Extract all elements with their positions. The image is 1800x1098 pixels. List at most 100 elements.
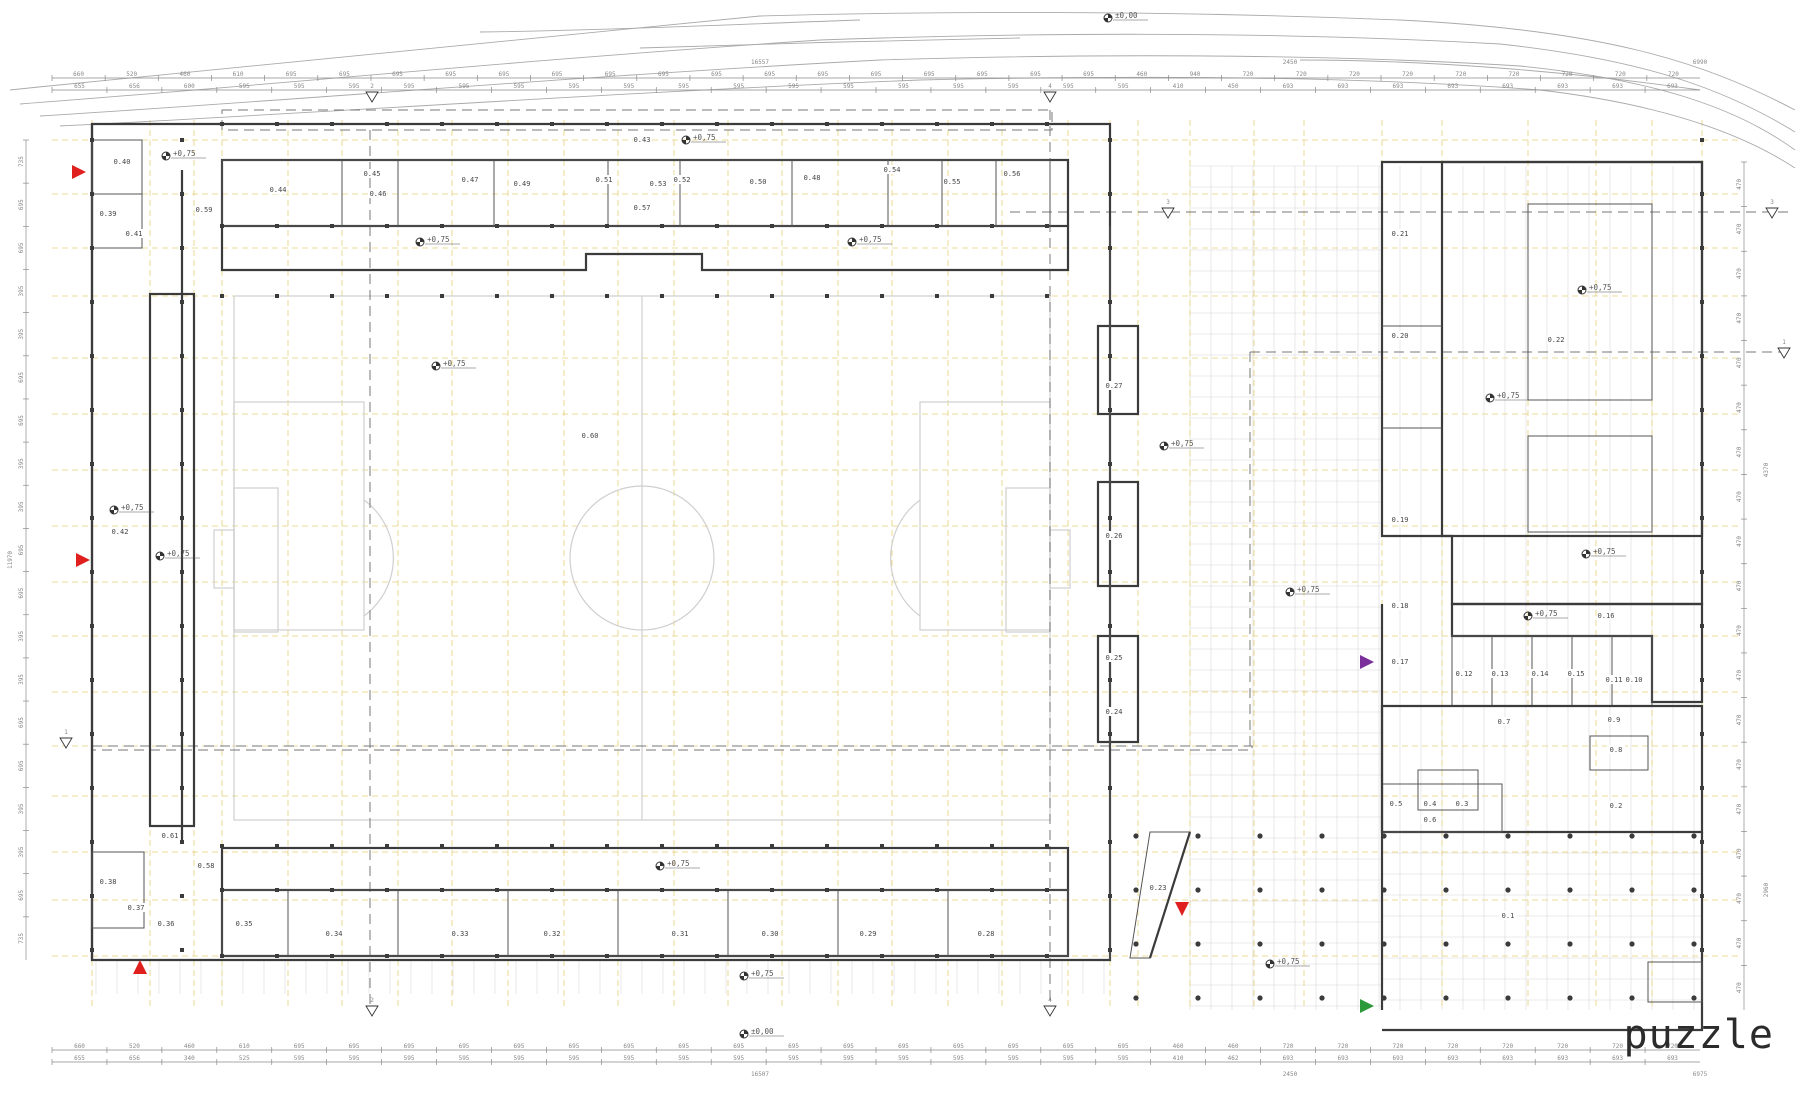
top-dimension: 695 — [764, 71, 775, 78]
bottom-dimension: 340 — [184, 1055, 195, 1062]
top-dimension: 460 — [1136, 71, 1147, 78]
left-dimension: 395 — [18, 846, 25, 857]
elevation-marker: +0,75 — [155, 549, 200, 561]
room-number-label: 0.25 — [1106, 654, 1123, 662]
right-dimension: 470 — [1736, 402, 1743, 413]
section-marker: 4 — [1043, 997, 1057, 1017]
bottom-dimension: 695 — [788, 1043, 799, 1050]
elevation-label: +0,75 — [1171, 439, 1194, 448]
bottom-dimension: 656 — [129, 1055, 140, 1062]
elevation-label: ±0,00 — [1115, 11, 1138, 20]
left-dimension: 395 — [18, 803, 25, 814]
bottom-dimension: 695 — [459, 1043, 470, 1050]
top-dimension: 720 — [1402, 71, 1413, 78]
bottom-dimension: 695 — [678, 1043, 689, 1050]
bottom-dimension: 693 — [1502, 1055, 1513, 1062]
left-dimension: 735 — [18, 156, 25, 167]
bottom-dimension: 693 — [1612, 1055, 1623, 1062]
bottom-dimension: 695 — [513, 1043, 524, 1050]
room-number-label: 0.4 — [1424, 800, 1437, 808]
room-number-label: 0.7 — [1498, 718, 1511, 726]
top-dimension: 720 — [1296, 71, 1307, 78]
elevation-label: +0,75 — [1497, 391, 1520, 400]
left-dimension: 695 — [18, 717, 25, 728]
bottom-dimension: 595 — [678, 1055, 689, 1062]
elevation-label: +0,75 — [859, 235, 882, 244]
top-dimension: 693 — [1447, 83, 1458, 90]
room-number-label: 0.31 — [672, 930, 689, 938]
elevation-marker: +0,75 — [681, 133, 726, 145]
top-dimension: 695 — [339, 71, 350, 78]
top-dimension: 695 — [286, 71, 297, 78]
room-number-label: 0.2 — [1610, 802, 1623, 810]
top-dimension: 595 — [898, 83, 909, 90]
room-number-label: 0.38 — [100, 878, 117, 886]
elevation-label: +0,75 — [1589, 283, 1612, 292]
section-marker: 1 — [59, 729, 73, 749]
top-dimension: 720 — [1508, 71, 1519, 78]
dimension-total: 16557 — [751, 59, 769, 66]
room-number-label: 0.60 — [582, 432, 599, 440]
right-dimension: 470 — [1736, 223, 1743, 234]
room-number-label: 0.56 — [1004, 170, 1021, 178]
room-number-label: 0.61 — [162, 832, 179, 840]
top-dimension: 595 — [349, 83, 360, 90]
top-dimension: 695 — [498, 71, 509, 78]
room-number-label: 0.42 — [112, 528, 129, 536]
dimension-total: 11970 — [7, 551, 14, 569]
entrance-arrow-icon — [76, 553, 90, 567]
bottom-dimension: 695 — [404, 1043, 415, 1050]
elevation-marker: ±0,00 — [739, 1027, 784, 1039]
room-number-label: 0.8 — [1610, 746, 1623, 754]
elevation-label: +0,75 — [1593, 547, 1616, 556]
room-number-label: 0.37 — [128, 904, 145, 912]
room-number-label: 0.11 — [1606, 676, 1623, 684]
bottom-dimension: 720 — [1667, 1043, 1678, 1050]
top-dimension: 695 — [658, 71, 669, 78]
elevation-marker: +0,75 — [1581, 547, 1626, 559]
top-dimension: 693 — [1392, 83, 1403, 90]
top-dimension: 695 — [552, 71, 563, 78]
bottom-dimension: 460 — [184, 1043, 195, 1050]
bottom-dimension: 693 — [1447, 1055, 1458, 1062]
bottom-dimension: 660 — [74, 1043, 85, 1050]
left-dimension: 395 — [18, 630, 25, 641]
right-dimension: 470 — [1736, 803, 1743, 814]
entrance-arrow-icon — [72, 165, 86, 179]
bottom-dimension: 693 — [1283, 1055, 1294, 1062]
top-dimension: 595 — [788, 83, 799, 90]
room-number-label: 0.46 — [370, 190, 387, 198]
top-dimension: 460 — [179, 71, 190, 78]
top-dimension: 595 — [1118, 83, 1129, 90]
left-dimension: 695 — [18, 242, 25, 253]
top-dimension: 695 — [711, 71, 722, 78]
room-number-label: 0.45 — [364, 170, 381, 178]
bottom-dimension: 695 — [953, 1043, 964, 1050]
room-labels: 0.400.390.410.420.610.380.370.360.590.44… — [99, 135, 1643, 938]
bottom-dimension: 695 — [1118, 1043, 1129, 1050]
bottom-dimension: 595 — [513, 1055, 524, 1062]
top-dimension: 693 — [1283, 83, 1294, 90]
bottom-dimension: 460 — [1228, 1043, 1239, 1050]
room-number-label: 0.30 — [762, 930, 779, 938]
top-dimension: 695 — [1083, 71, 1094, 78]
top-dimension: 595 — [1063, 83, 1074, 90]
room-number-label: 0.12 — [1456, 670, 1473, 678]
left-dimension: 695 — [18, 372, 25, 383]
room-number-label: 0.33 — [452, 930, 469, 938]
elevation-label: +0,75 — [443, 359, 466, 368]
left-dimension: 695 — [18, 587, 25, 598]
right-dimension: 470 — [1736, 536, 1743, 547]
top-dimension: 695 — [924, 71, 935, 78]
section-marker: 2 — [365, 997, 379, 1017]
elevation-label: +0,75 — [167, 549, 190, 558]
bottom-dimension: 595 — [733, 1055, 744, 1062]
bottom-dimension: 695 — [568, 1043, 579, 1050]
top-dimension: 695 — [1030, 71, 1041, 78]
left-dimension: 695 — [18, 760, 25, 771]
elevation-marker: ±0,00 — [1103, 11, 1148, 23]
elevation-label: +0,75 — [1535, 609, 1558, 618]
right-dimension: 470 — [1736, 937, 1743, 948]
